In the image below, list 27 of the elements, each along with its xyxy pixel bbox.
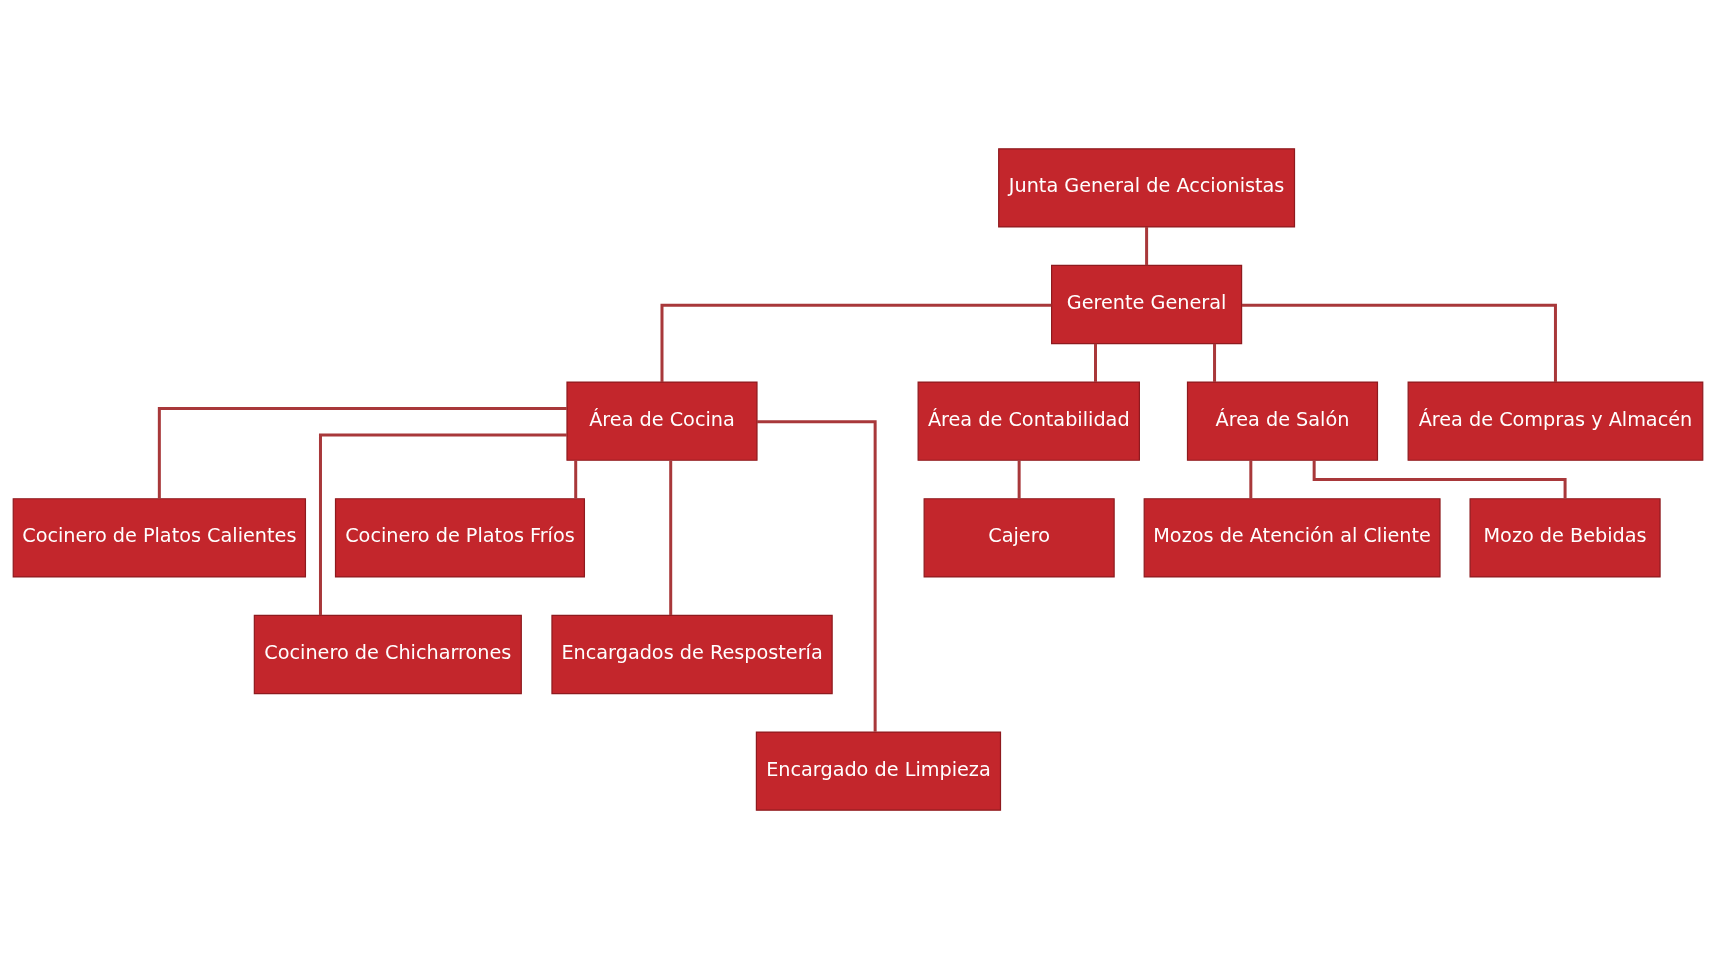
node-box: Mozos de Atención al Cliente — [1143, 498, 1441, 578]
node-box: Encargado de Limpieza — [755, 731, 1002, 811]
node-box: Cajero — [923, 498, 1115, 578]
connector — [1017, 460, 1021, 499]
node-box: Encargados de Respostería — [551, 614, 833, 695]
connector — [757, 420, 877, 732]
node-box: Cocinero de Chicharrones — [253, 614, 522, 695]
connector — [1312, 460, 1567, 499]
node-box: Gerente General — [1051, 264, 1243, 345]
connector — [660, 303, 1052, 382]
node-box: Mozo de Bebidas — [1469, 498, 1661, 578]
node-box: Junta General de Accionistas — [998, 148, 1296, 228]
connector — [1249, 460, 1253, 499]
node-box: Cocinero de Platos Calientes — [12, 498, 307, 578]
connector — [1145, 227, 1149, 266]
node-box: Área de Compras y Almacén — [1407, 381, 1704, 461]
connector — [1094, 343, 1097, 382]
node-box: Cocinero de Platos Fríos — [334, 498, 586, 578]
connector — [1213, 343, 1217, 382]
node-box: Área de Cocina — [566, 381, 758, 461]
connector — [669, 460, 673, 616]
connector — [157, 407, 567, 499]
connector — [1241, 303, 1557, 382]
node-box: Área de Contabilidad — [917, 381, 1140, 461]
connector — [318, 433, 567, 616]
node-box: Área de Salón — [1186, 381, 1379, 461]
connector — [574, 460, 578, 499]
